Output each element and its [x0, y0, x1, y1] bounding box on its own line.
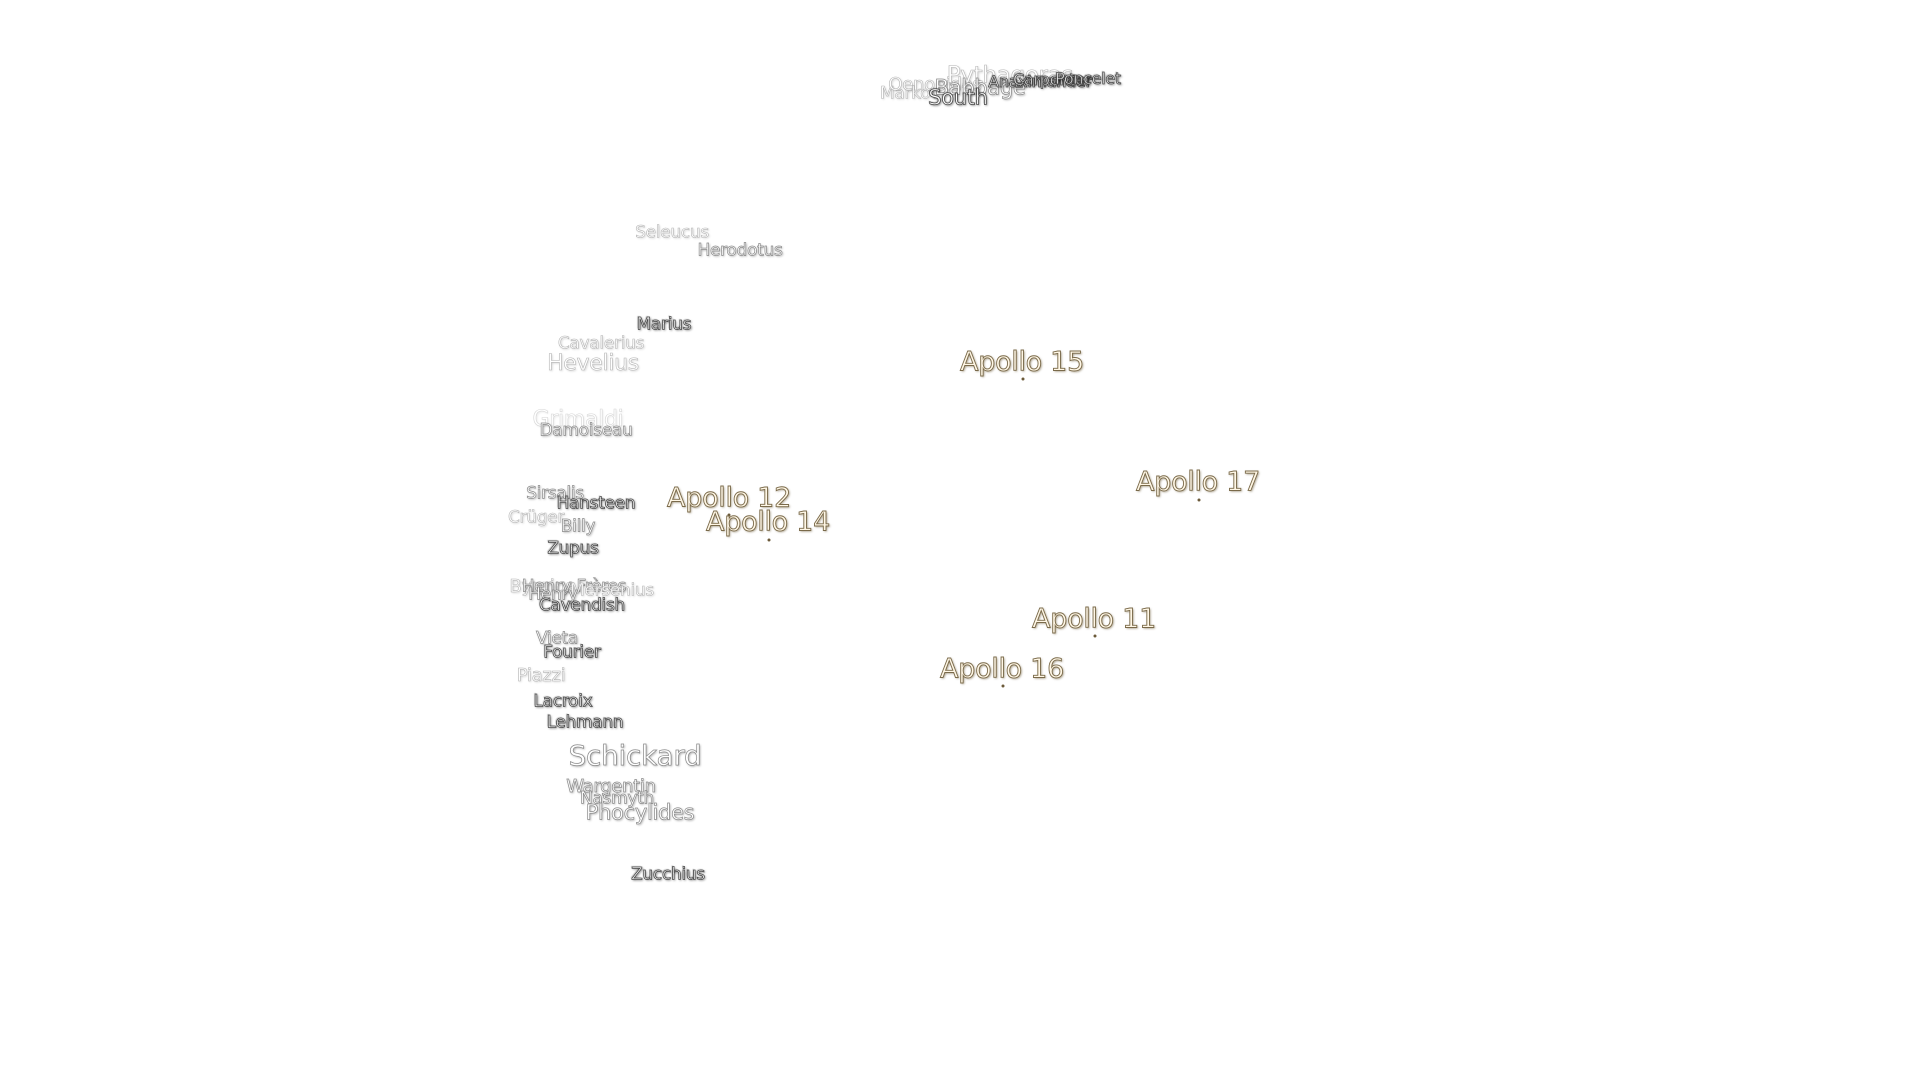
apollo-14-label[interactable]: Apollo 14 [706, 506, 831, 538]
crater-label-lacroix[interactable]: Lacroix [533, 691, 593, 712]
crater-label-sirsalis[interactable]: Sirsalis [526, 483, 585, 504]
apollo-12-site-marker[interactable] [727, 513, 731, 517]
crater-label-cavalerius[interactable]: Cavalerius [557, 333, 645, 354]
crater-label-grimaldi[interactable]: Grimaldi [532, 407, 624, 432]
crater-label-mersenius[interactable]: Mersenius [570, 580, 655, 601]
crater-label-marius[interactable]: Marius [636, 314, 692, 335]
apollo-17-label[interactable]: Apollo 17 [1136, 466, 1261, 498]
crater-label-seleucus[interactable]: Seleucus [635, 222, 710, 243]
apollo-15-site-marker[interactable] [1021, 377, 1025, 381]
crater-label-hansteen[interactable]: Hansteen [556, 493, 636, 514]
crater-label-babbage[interactable]: Babbage [934, 75, 1026, 100]
crater-label-oenopides[interactable]: Oenopides [888, 74, 982, 95]
crater-label-cruger[interactable]: Crüger [507, 507, 565, 528]
crater-label-south[interactable]: South [928, 85, 989, 110]
crater-label-piazzi[interactable]: Piazzi [516, 665, 566, 686]
apollo-12-label[interactable]: Apollo 12 [667, 482, 792, 514]
apollo-16-site-marker[interactable] [1001, 684, 1005, 688]
apollo-14-site-marker[interactable] [767, 538, 771, 542]
crater-label-schickard[interactable]: Schickard [568, 739, 702, 772]
crater-label-zupus[interactable]: Zupus [547, 538, 599, 559]
crater-label-wargentin[interactable]: Wargentin [566, 776, 656, 797]
crater-label-pythagoras[interactable]: Pythagoras [946, 62, 1074, 89]
crater-label-phocylides[interactable]: Phocylides [585, 800, 695, 825]
crater-label-henry[interactable]: Henry [528, 584, 579, 605]
crater-label-byrgius[interactable]: Byrgius [509, 576, 575, 597]
crater-label-nasmyth[interactable]: Nasmyth [580, 788, 655, 809]
crater-label-cavendish[interactable]: Cavendish [538, 595, 626, 616]
apollo-15-label[interactable]: Apollo 15 [960, 346, 1085, 378]
apollo-11-label[interactable]: Apollo 11 [1032, 603, 1157, 635]
crater-label-herodotus[interactable]: Herodotus [697, 240, 783, 261]
crater-label-vieta[interactable]: Vieta [535, 628, 579, 649]
apollo-17-site-marker[interactable] [1197, 498, 1201, 502]
crater-label-poncelet[interactable]: Poncelet [1055, 69, 1122, 88]
crater-label-carpenter[interactable]: Carpenter [1013, 70, 1092, 89]
crater-label-damoiseau[interactable]: Damoiseau [539, 420, 633, 441]
crater-label-billy[interactable]: Billy [560, 516, 596, 537]
crater-label-zucchius[interactable]: Zucchius [631, 864, 706, 885]
apollo-16-label[interactable]: Apollo 16 [940, 653, 1065, 685]
crater-label-markov[interactable]: Markov [880, 83, 941, 104]
crater-label-fourier[interactable]: Fourier [543, 642, 602, 663]
crater-label-lehmann[interactable]: Lehmann [546, 712, 624, 733]
crater-label-henry-freres[interactable]: Henry Frères [521, 576, 627, 597]
crater-label-anaximander[interactable]: Anaximander [988, 72, 1093, 91]
crater-label-hevelius[interactable]: Hevelius [547, 351, 640, 376]
apollo-11-site-marker[interactable] [1093, 634, 1097, 638]
